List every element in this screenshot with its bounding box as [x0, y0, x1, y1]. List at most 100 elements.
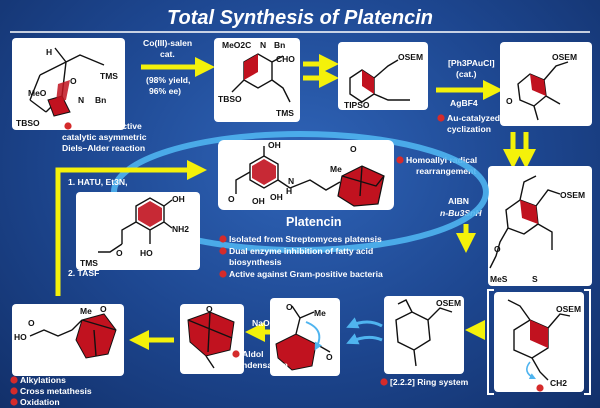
bullet-gram-positive: Active against Gram-positive bacteria	[229, 269, 383, 279]
compound-diketone-panel: O Me O	[270, 298, 340, 376]
atom-n: N	[78, 95, 84, 105]
svg-text:[2.2.2] Ring system: [2.2.2] Ring system	[390, 377, 469, 387]
note-homoallyl: Homoallyl radical rearrangement	[396, 155, 477, 176]
atom-osem: OSEM	[398, 52, 423, 62]
arrow-coupling	[55, 160, 208, 296]
svg-text:Enantioselective: Enantioselective	[74, 121, 142, 131]
diketone-o2: O	[326, 352, 333, 362]
atom-osem-4: OSEM	[552, 52, 577, 62]
compound-diene-panel: H O MeO N Bn TBSO TMS	[12, 38, 125, 130]
step2-reagent3: AgBF4	[450, 98, 478, 108]
keto-acid-o: O	[28, 318, 35, 328]
platencin-me: Me	[330, 164, 342, 174]
note-au-cyclization: Au-catalyzed cyclization	[437, 113, 500, 134]
aniline-o: O	[116, 248, 123, 258]
keto-acid-me: Me	[80, 306, 92, 316]
atom-o-4: O	[506, 96, 513, 106]
step2-reagent: [Ph3PAuCl]	[448, 58, 495, 68]
aniline-oh-1: OH	[172, 194, 185, 204]
note-aldol: Aldol condensation	[232, 349, 288, 370]
atom-o-red: O	[70, 76, 77, 86]
radical-osem: OSEM	[556, 304, 581, 314]
bullet-isolated: Isolated from Streptomyces platensis	[229, 234, 382, 244]
atom-n-2: N	[260, 40, 266, 50]
compound-xanthate-panel: OSEM O MeS S	[488, 166, 592, 286]
cage-enone-o: O	[206, 304, 213, 314]
bullet-biosynthesis: biosynthesis	[229, 257, 282, 267]
compound-aniline-panel: OH NH2 HO O TMS	[76, 192, 200, 270]
atom-mes: MeS	[490, 274, 508, 284]
aniline-nh2: NH2	[172, 224, 189, 234]
note-final: Alkylations Cross metathesis Oxidation	[10, 375, 92, 407]
atom-tms-2: TMS	[276, 108, 294, 118]
step4-reagent: NaOH	[252, 318, 276, 328]
svg-text:Aldol: Aldol	[242, 349, 263, 359]
note-ring-system: [2.2.2] Ring system	[380, 377, 469, 387]
coupling-step2: 2. TASF	[68, 268, 99, 278]
atom-tbso: TBSO	[16, 118, 40, 128]
atom-tbso-2: TBSO	[218, 94, 242, 104]
compound-enyne-panel: OSEM TIPSO	[338, 42, 428, 110]
platencin-bullets: Isolated from Streptomyces platensis Dua…	[219, 234, 383, 279]
arrow-step6b	[346, 333, 383, 345]
atom-h: H	[46, 47, 52, 57]
platencin-name: Platencin	[286, 215, 342, 229]
atom-o-5: O	[494, 244, 501, 254]
compound-ring-system-panel: OSEM	[384, 296, 464, 374]
platencin-oh-1: OH	[252, 196, 265, 206]
compound-keto-acid-panel: HO O Me O	[12, 304, 124, 376]
platencin-oh-2: OH	[270, 192, 283, 202]
step1-reagent: Co(III)-salen	[143, 38, 192, 48]
svg-text:Au-catalyzed: Au-catalyzed	[447, 113, 500, 123]
aniline-ho: HO	[140, 248, 153, 258]
radical-ch2: CH2	[550, 378, 567, 388]
svg-text:catalytic asymmetric: catalytic asymmetric	[62, 132, 147, 142]
platencin-n: N	[288, 176, 294, 186]
svg-text:Homoallyl radical: Homoallyl radical	[406, 155, 477, 165]
svg-text:cyclization: cyclization	[447, 124, 491, 134]
page-title: Total Synthesis of Platencin	[167, 7, 433, 29]
step1-yield: (98% yield,	[146, 75, 190, 85]
svg-text:Alkylations: Alkylations	[20, 375, 66, 385]
aniline-tms: TMS	[80, 258, 98, 268]
compound-adduct-panel: MeO2C N Bn CHO TBSO TMS	[214, 38, 300, 122]
arrow-step6	[346, 317, 383, 329]
atom-bn: Bn	[95, 95, 106, 105]
aldol-curved-arrow	[305, 321, 323, 351]
keto-acid-o2: O	[100, 304, 107, 314]
note-diels-alder: Enantioselective catalytic asymmetric Di…	[62, 121, 147, 153]
atom-tms: TMS	[100, 71, 118, 81]
diketone-o: O	[286, 302, 293, 312]
diketone-me: Me	[314, 308, 326, 318]
step1-reagent2: cat.	[160, 49, 175, 59]
atom-bn-2: Bn	[274, 40, 285, 50]
radical-intermediate: OSEM CH2	[487, 289, 591, 395]
compound-cage-enone-panel: O	[180, 304, 244, 374]
atom-tipso: TIPSO	[344, 100, 370, 110]
platencin-o: O	[228, 194, 235, 204]
svg-text:Cross metathesis: Cross metathesis	[20, 386, 92, 396]
platencin-structure: O OH OH OH N H Me O	[218, 140, 394, 210]
atom-meo2c: MeO2C	[222, 40, 251, 50]
keto-acid-ho: HO	[14, 332, 27, 342]
platencin-oh-3: OH	[268, 140, 281, 150]
step3-reagent2: n-Bu3SnH	[440, 208, 482, 218]
compound-bicyclic-enone-panel: O OSEM	[500, 42, 592, 126]
svg-text:condensation: condensation	[232, 360, 288, 370]
platencin-o-keto: O	[350, 144, 357, 154]
atom-s: S	[532, 274, 538, 284]
svg-text:Oxidation: Oxidation	[20, 397, 60, 407]
svg-text:rearrangement: rearrangement	[416, 166, 476, 176]
atom-meo: MeO	[28, 88, 47, 98]
step2-reagent2: (cat.)	[456, 69, 477, 79]
coupling-step1: 1. HATU, Et3N,	[68, 177, 128, 187]
step3-reagent: AIBN	[448, 196, 469, 206]
atom-cho: CHO	[276, 54, 295, 64]
svg-text:Diels–Alder reaction: Diels–Alder reaction	[62, 143, 145, 153]
bullet-dual-enzyme: Dual enzyme inhibition of fatty acid	[229, 246, 373, 256]
atom-osem-5: OSEM	[560, 190, 585, 200]
ring-osem: OSEM	[436, 298, 461, 308]
platencin-h: H	[286, 186, 292, 196]
